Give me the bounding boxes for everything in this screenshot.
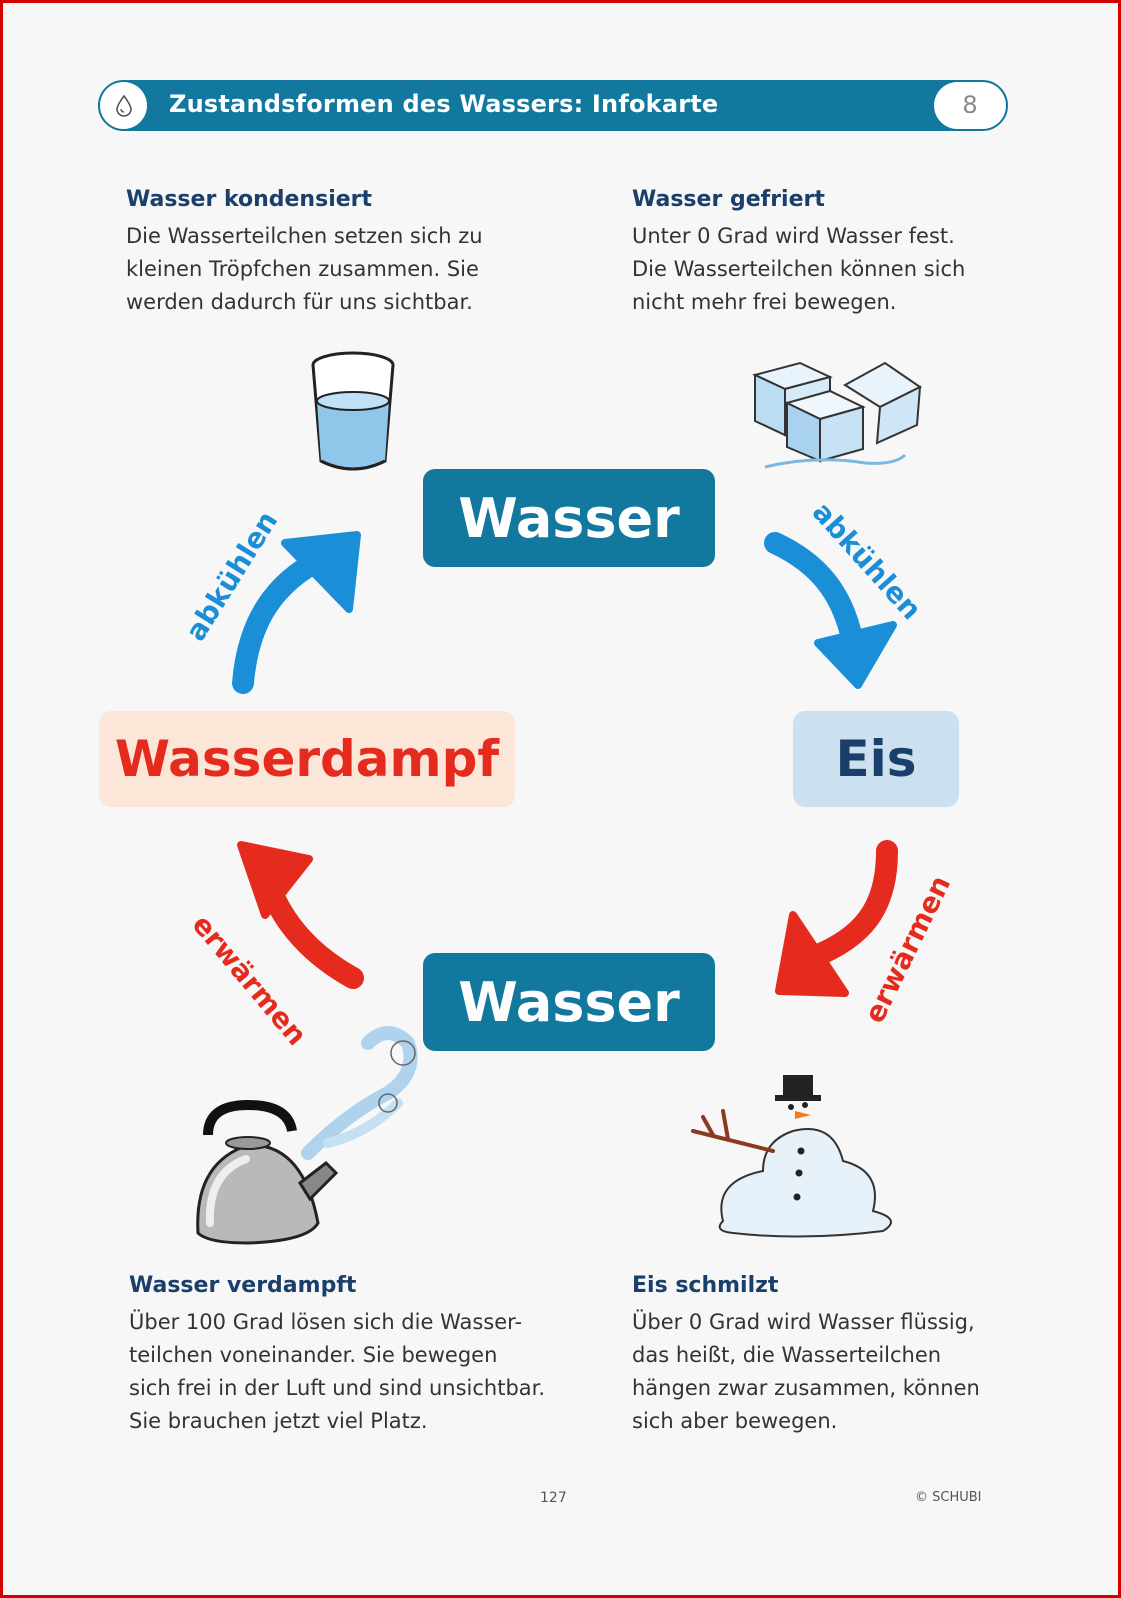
condense-text: Die Wasserteilchen setzen sich zu kleine… — [126, 224, 483, 314]
state-steam: Wasserdampf — [99, 711, 515, 807]
water-drop-icon — [100, 82, 147, 129]
freeze-text: Unter 0 Grad wird Wasser fest. Die Wasse… — [632, 224, 966, 314]
freeze-block: Wasser gefriert Unter 0 Grad wird Wasser… — [632, 187, 1032, 319]
condense-block: Wasser kondensiert Die Wasserteilchen se… — [126, 187, 526, 319]
page-number: 127 — [540, 1490, 567, 1506]
ice-cubes-icon — [752, 361, 922, 469]
header-bar: Zustandsformen des Wassers: Infokarte 8 — [98, 80, 1008, 131]
arrow-cool-left — [232, 547, 334, 694]
label-cool-right: abkühlen — [806, 496, 928, 627]
state-water-bottom: Wasser — [423, 953, 715, 1051]
melting-snowman-icon — [691, 1075, 892, 1238]
state-ice: Eis — [793, 711, 959, 807]
page-title: Zustandsformen des Wassers: Infokarte — [169, 90, 719, 118]
evaporate-text: Über 100 Grad lösen sich die Wasser- tei… — [129, 1310, 546, 1433]
arrow-cool-left-head — [281, 531, 361, 613]
arrow-warm-left-head — [237, 841, 313, 919]
melt-block: Eis schmilzt Über 0 Grad wird Wasser flü… — [632, 1273, 1052, 1438]
condense-title: Wasser kondensiert — [126, 187, 373, 212]
melt-text: Über 0 Grad wird Wasser flüssig, das hei… — [632, 1310, 980, 1433]
copyright: © SCHUBI — [915, 1490, 982, 1505]
melt-title: Eis schmilzt — [632, 1273, 779, 1298]
evaporate-title: Wasser verdampft — [129, 1273, 357, 1298]
state-water-top: Wasser — [423, 469, 715, 567]
kettle-icon — [196, 1026, 418, 1245]
evaporate-block: Wasser verdampft Über 100 Grad lösen sic… — [129, 1273, 589, 1438]
arrow-warm-right — [800, 840, 898, 969]
freeze-title: Wasser gefriert — [632, 187, 825, 212]
water-glass-icon — [311, 351, 395, 471]
arrow-warm-right-head — [775, 911, 849, 997]
cycle-arrows: abkühlen abkühlen erwärmen erwärmen — [179, 496, 957, 1052]
card-number: 8 — [934, 82, 1006, 129]
arrow-cool-right-head — [814, 621, 897, 689]
arrow-cool-right — [764, 532, 864, 654]
